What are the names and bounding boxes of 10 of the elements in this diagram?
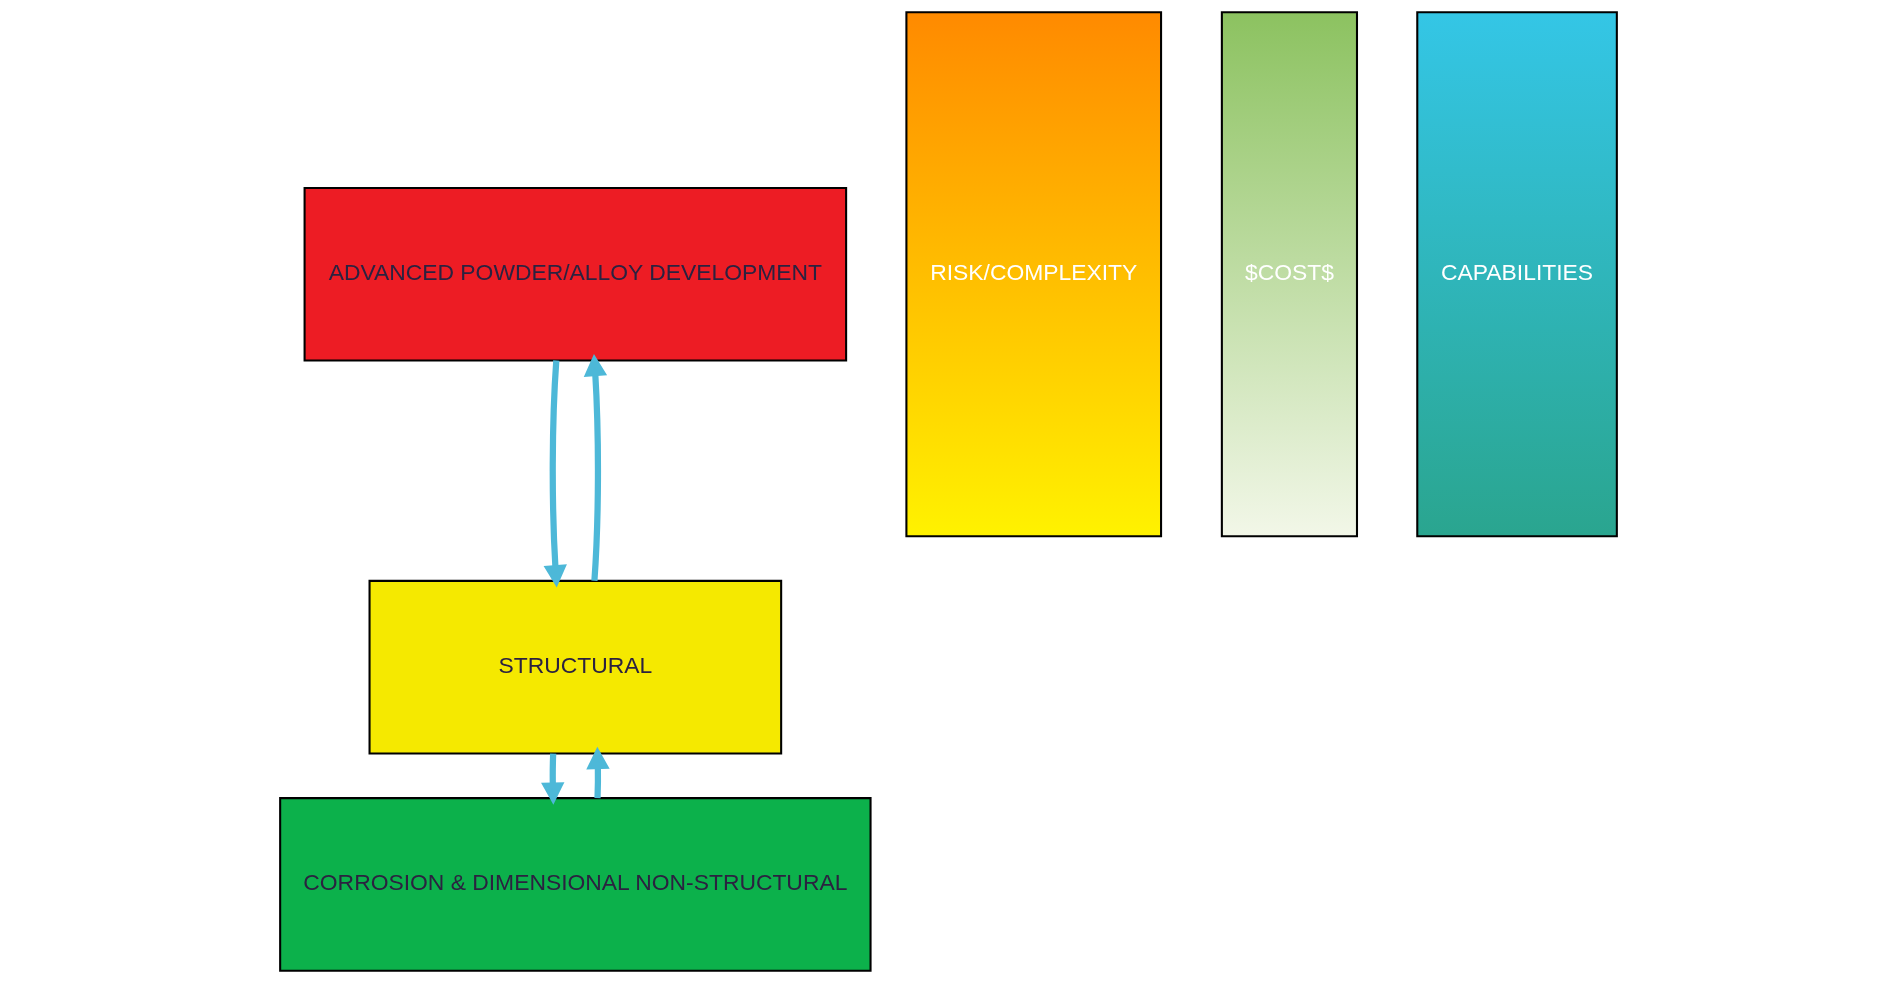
node-box: CAPABILITIES xyxy=(1416,11,1618,538)
node-box: STRUCTURAL xyxy=(368,579,783,755)
node-box: $COST$ xyxy=(1220,11,1359,538)
node-box: CORROSION & DIMENSIONAL NON-STRUCTURAL xyxy=(279,797,872,972)
node-box: ADVANCED POWDER/ALLOY DEVELOPMENT xyxy=(303,186,848,362)
arrow xyxy=(541,753,565,805)
arrow xyxy=(583,353,608,581)
arrow xyxy=(586,746,610,799)
arrow xyxy=(543,360,567,588)
node-box: RISK/COMPLEXITY xyxy=(905,11,1163,538)
